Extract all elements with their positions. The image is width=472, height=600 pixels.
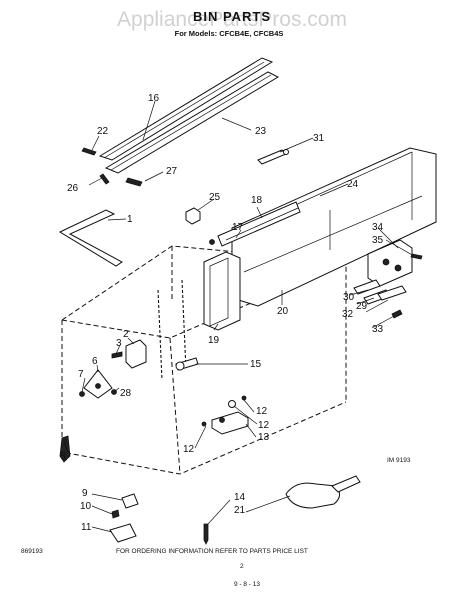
- callout-31: 30: [343, 292, 355, 303]
- leader-lines: [63, 100, 415, 533]
- screw-part-10: [111, 509, 120, 519]
- latch-part-6: [83, 369, 113, 399]
- callout-22: 21: [234, 505, 246, 516]
- screw-part-18-dot: [209, 239, 215, 245]
- callout-3: 3: [116, 338, 122, 349]
- callout-16: 15: [250, 359, 262, 370]
- print-date: 9 - 8 - 13: [234, 581, 260, 588]
- callout-28: 27: [166, 166, 178, 177]
- callout-12-upper: 12: [256, 406, 268, 417]
- watermark-text: AppliancePartsPros.com: [117, 8, 347, 31]
- part-code: 869193: [21, 548, 43, 555]
- callout-9: 9: [82, 488, 88, 499]
- washer-part-13: [228, 400, 236, 408]
- callout-17: 16: [148, 93, 160, 104]
- rail-strips-part-17-24: [98, 57, 280, 174]
- rods-part-30-31-33: [353, 279, 407, 305]
- screw-part-12: [201, 395, 247, 427]
- callout-27: 26: [67, 183, 79, 194]
- callout-1: 1: [127, 214, 133, 225]
- callout-34: 33: [372, 324, 384, 335]
- screw-part-27: [99, 173, 110, 185]
- screw-part-36: [410, 253, 423, 260]
- callout-25: 24: [347, 179, 359, 190]
- scoop-part-22: [285, 475, 361, 509]
- callout-numbers: 16 22 23 31 27 26 24 25 18 1 17 34 35 30…: [60, 93, 384, 533]
- callout-21: 20: [277, 306, 289, 317]
- callout-18: 17: [232, 222, 244, 233]
- callout-8: 8: [60, 451, 66, 462]
- callout-15: 14: [234, 492, 246, 503]
- callout-6: 6: [92, 356, 98, 367]
- drawing-id-stamp: IM 9193: [387, 457, 411, 464]
- page-number: 2: [240, 563, 244, 570]
- screw-part-3: [111, 351, 123, 359]
- pin-part-32: [257, 149, 289, 165]
- latch-part-2: [125, 339, 147, 369]
- callout-30: 29: [356, 301, 368, 312]
- hinge-part-35-36: [367, 239, 413, 287]
- foot-part-11: [109, 523, 137, 543]
- bolt-part-16: [175, 357, 199, 371]
- caster-part-9: [121, 493, 139, 509]
- callout-20: 19: [208, 335, 220, 346]
- screw-part-23: [81, 147, 97, 156]
- ordering-note: FOR ORDERING INFORMATION REFER TO PARTS …: [116, 548, 308, 555]
- callout-36: 35: [372, 235, 384, 246]
- models-subtitle: For Models: CFCB4E, CFCB4S: [175, 29, 284, 38]
- bracket-part-1: [58, 209, 123, 267]
- callout-13: 12: [258, 420, 270, 431]
- page-title: BIN PARTS: [193, 9, 271, 24]
- plate-part-14: [211, 411, 249, 435]
- callout-32: 31: [313, 133, 325, 144]
- callout-26: 25: [209, 192, 221, 203]
- callout-12-lower: 12: [183, 444, 195, 455]
- callout-33: 32: [342, 309, 354, 320]
- callout-11: 11: [81, 522, 92, 533]
- callout-7: 7: [78, 369, 84, 380]
- callout-14: 13: [258, 432, 270, 443]
- leg-part-8: [59, 435, 71, 463]
- frame-part-20: [203, 251, 241, 331]
- callout-19: 18: [251, 195, 263, 206]
- callout-10: 10: [80, 501, 92, 512]
- callout-35: 34: [372, 222, 384, 233]
- callout-23: 22: [97, 126, 109, 137]
- screw-part-28: [125, 177, 143, 187]
- callout-29: 28: [120, 388, 132, 399]
- screw-part-7: [79, 391, 85, 397]
- screw-part-34: [391, 309, 403, 319]
- nut-part-26: [185, 207, 201, 225]
- callout-24: 23: [255, 126, 267, 137]
- callout-2: 2: [123, 329, 129, 340]
- drain-tubes: [157, 279, 187, 381]
- screw-part-15: [203, 523, 209, 545]
